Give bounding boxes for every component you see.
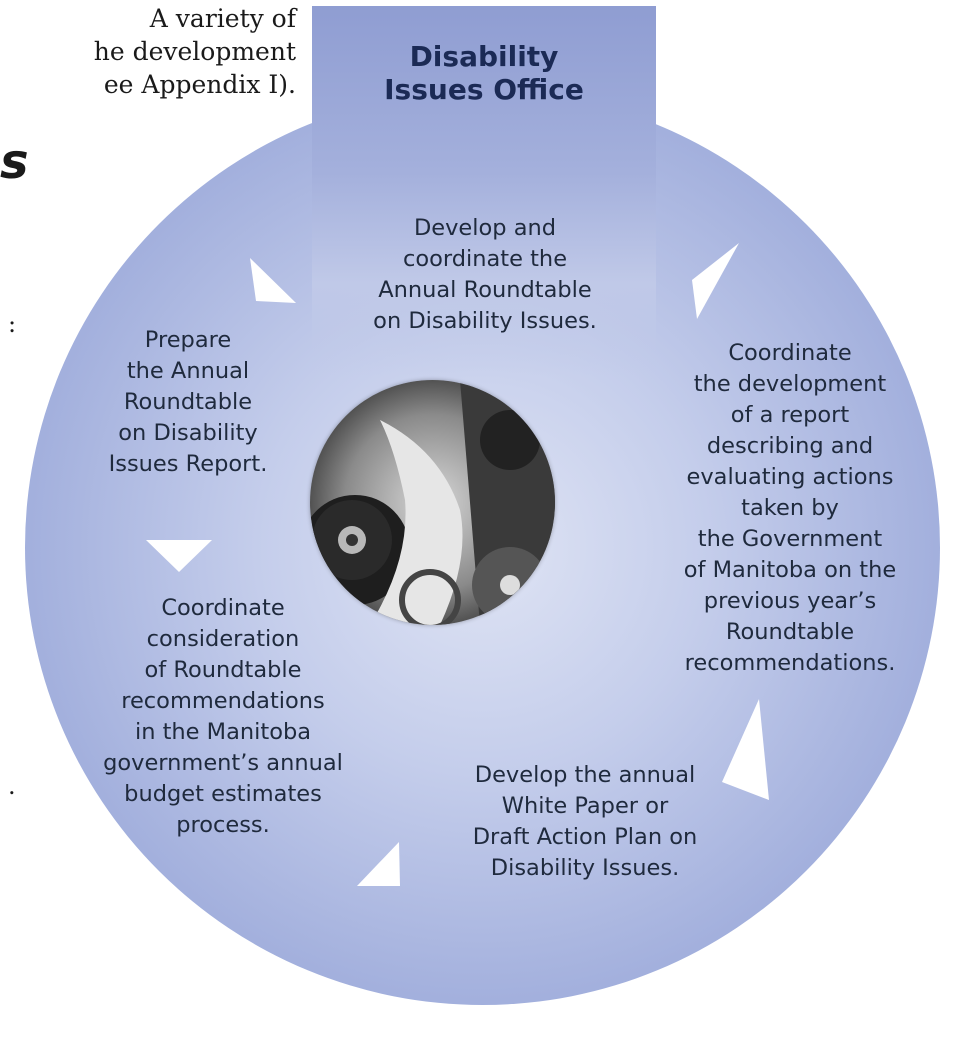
node-line: Prepare: [144, 327, 232, 353]
intro-line: he development: [93, 37, 296, 66]
node-line: of a report: [730, 402, 850, 428]
node-line: process.: [176, 812, 270, 838]
office-title-line: Issues Office: [384, 73, 584, 106]
office-title: Disability Issues Office: [312, 40, 656, 106]
node-line: recommendations.: [684, 650, 896, 676]
node-line: Disability Issues.: [490, 855, 680, 881]
node-line: White Paper or: [501, 793, 669, 819]
node-line: Develop the annual: [474, 762, 696, 788]
cycle-arrow-icon: [722, 699, 769, 800]
office-title-line: Disability: [409, 40, 559, 73]
node-line: Roundtable: [123, 389, 253, 415]
node-line: Annual Roundtable: [378, 277, 592, 303]
node-line: Issues Report.: [108, 451, 268, 477]
heading-fragment: s: [0, 134, 29, 190]
intro-line: ee Appendix I).: [103, 70, 296, 99]
node-line: coordinate the: [402, 246, 568, 272]
node-line: Coordinate: [728, 340, 852, 366]
node-line: the development: [693, 371, 887, 397]
intro-paragraph-fragment: A variety of he development ee Appendix …: [0, 2, 296, 101]
node-line: taken by: [741, 495, 839, 521]
node-develop-roundtable: Develop and coordinate the Annual Roundt…: [330, 213, 640, 337]
node-line: Develop and: [413, 215, 557, 241]
office-banner: [312, 6, 656, 376]
node-line: describing and: [706, 433, 874, 459]
node-line: consideration: [146, 626, 300, 652]
node-coordinate-report: Coordinate the development of a report d…: [640, 338, 940, 679]
cycle-arrow-icon: [250, 258, 296, 303]
node-line: on Disability: [118, 420, 258, 446]
intro-line: A variety of: [149, 4, 296, 33]
cycle-arrow-icon: [146, 540, 212, 572]
stray-mark: .: [8, 772, 16, 800]
node-line: Draft Action Plan on: [472, 824, 698, 850]
node-line: in the Manitoba: [134, 719, 312, 745]
node-roundtable-report: Prepare the Annual Roundtable on Disabil…: [88, 325, 288, 480]
gear-photo: [310, 380, 555, 625]
node-white-paper: Develop the annual White Paper or Draft …: [435, 760, 735, 884]
gear-photo-image: [310, 380, 555, 625]
cycle-arrow-icon: [357, 842, 400, 886]
node-line: of Roundtable: [144, 657, 302, 683]
node-line: budget estimates: [124, 781, 322, 807]
node-line: on Disability Issues.: [373, 308, 597, 334]
node-line: previous year’s: [703, 588, 877, 614]
node-line: Coordinate: [161, 595, 285, 621]
node-line: Roundtable: [725, 619, 855, 645]
cycle-arrow-icon: [692, 243, 739, 319]
node-line: the Annual: [126, 358, 250, 384]
node-budget-estimates: Coordinate consideration of Roundtable r…: [88, 593, 358, 841]
stray-mark: :: [8, 310, 17, 338]
node-line: evaluating actions: [686, 464, 894, 490]
node-line: government’s annual: [103, 750, 343, 776]
node-line: the Government: [697, 526, 883, 552]
node-line: of Manitoba on the: [683, 557, 897, 583]
node-line: recommendations: [121, 688, 325, 714]
